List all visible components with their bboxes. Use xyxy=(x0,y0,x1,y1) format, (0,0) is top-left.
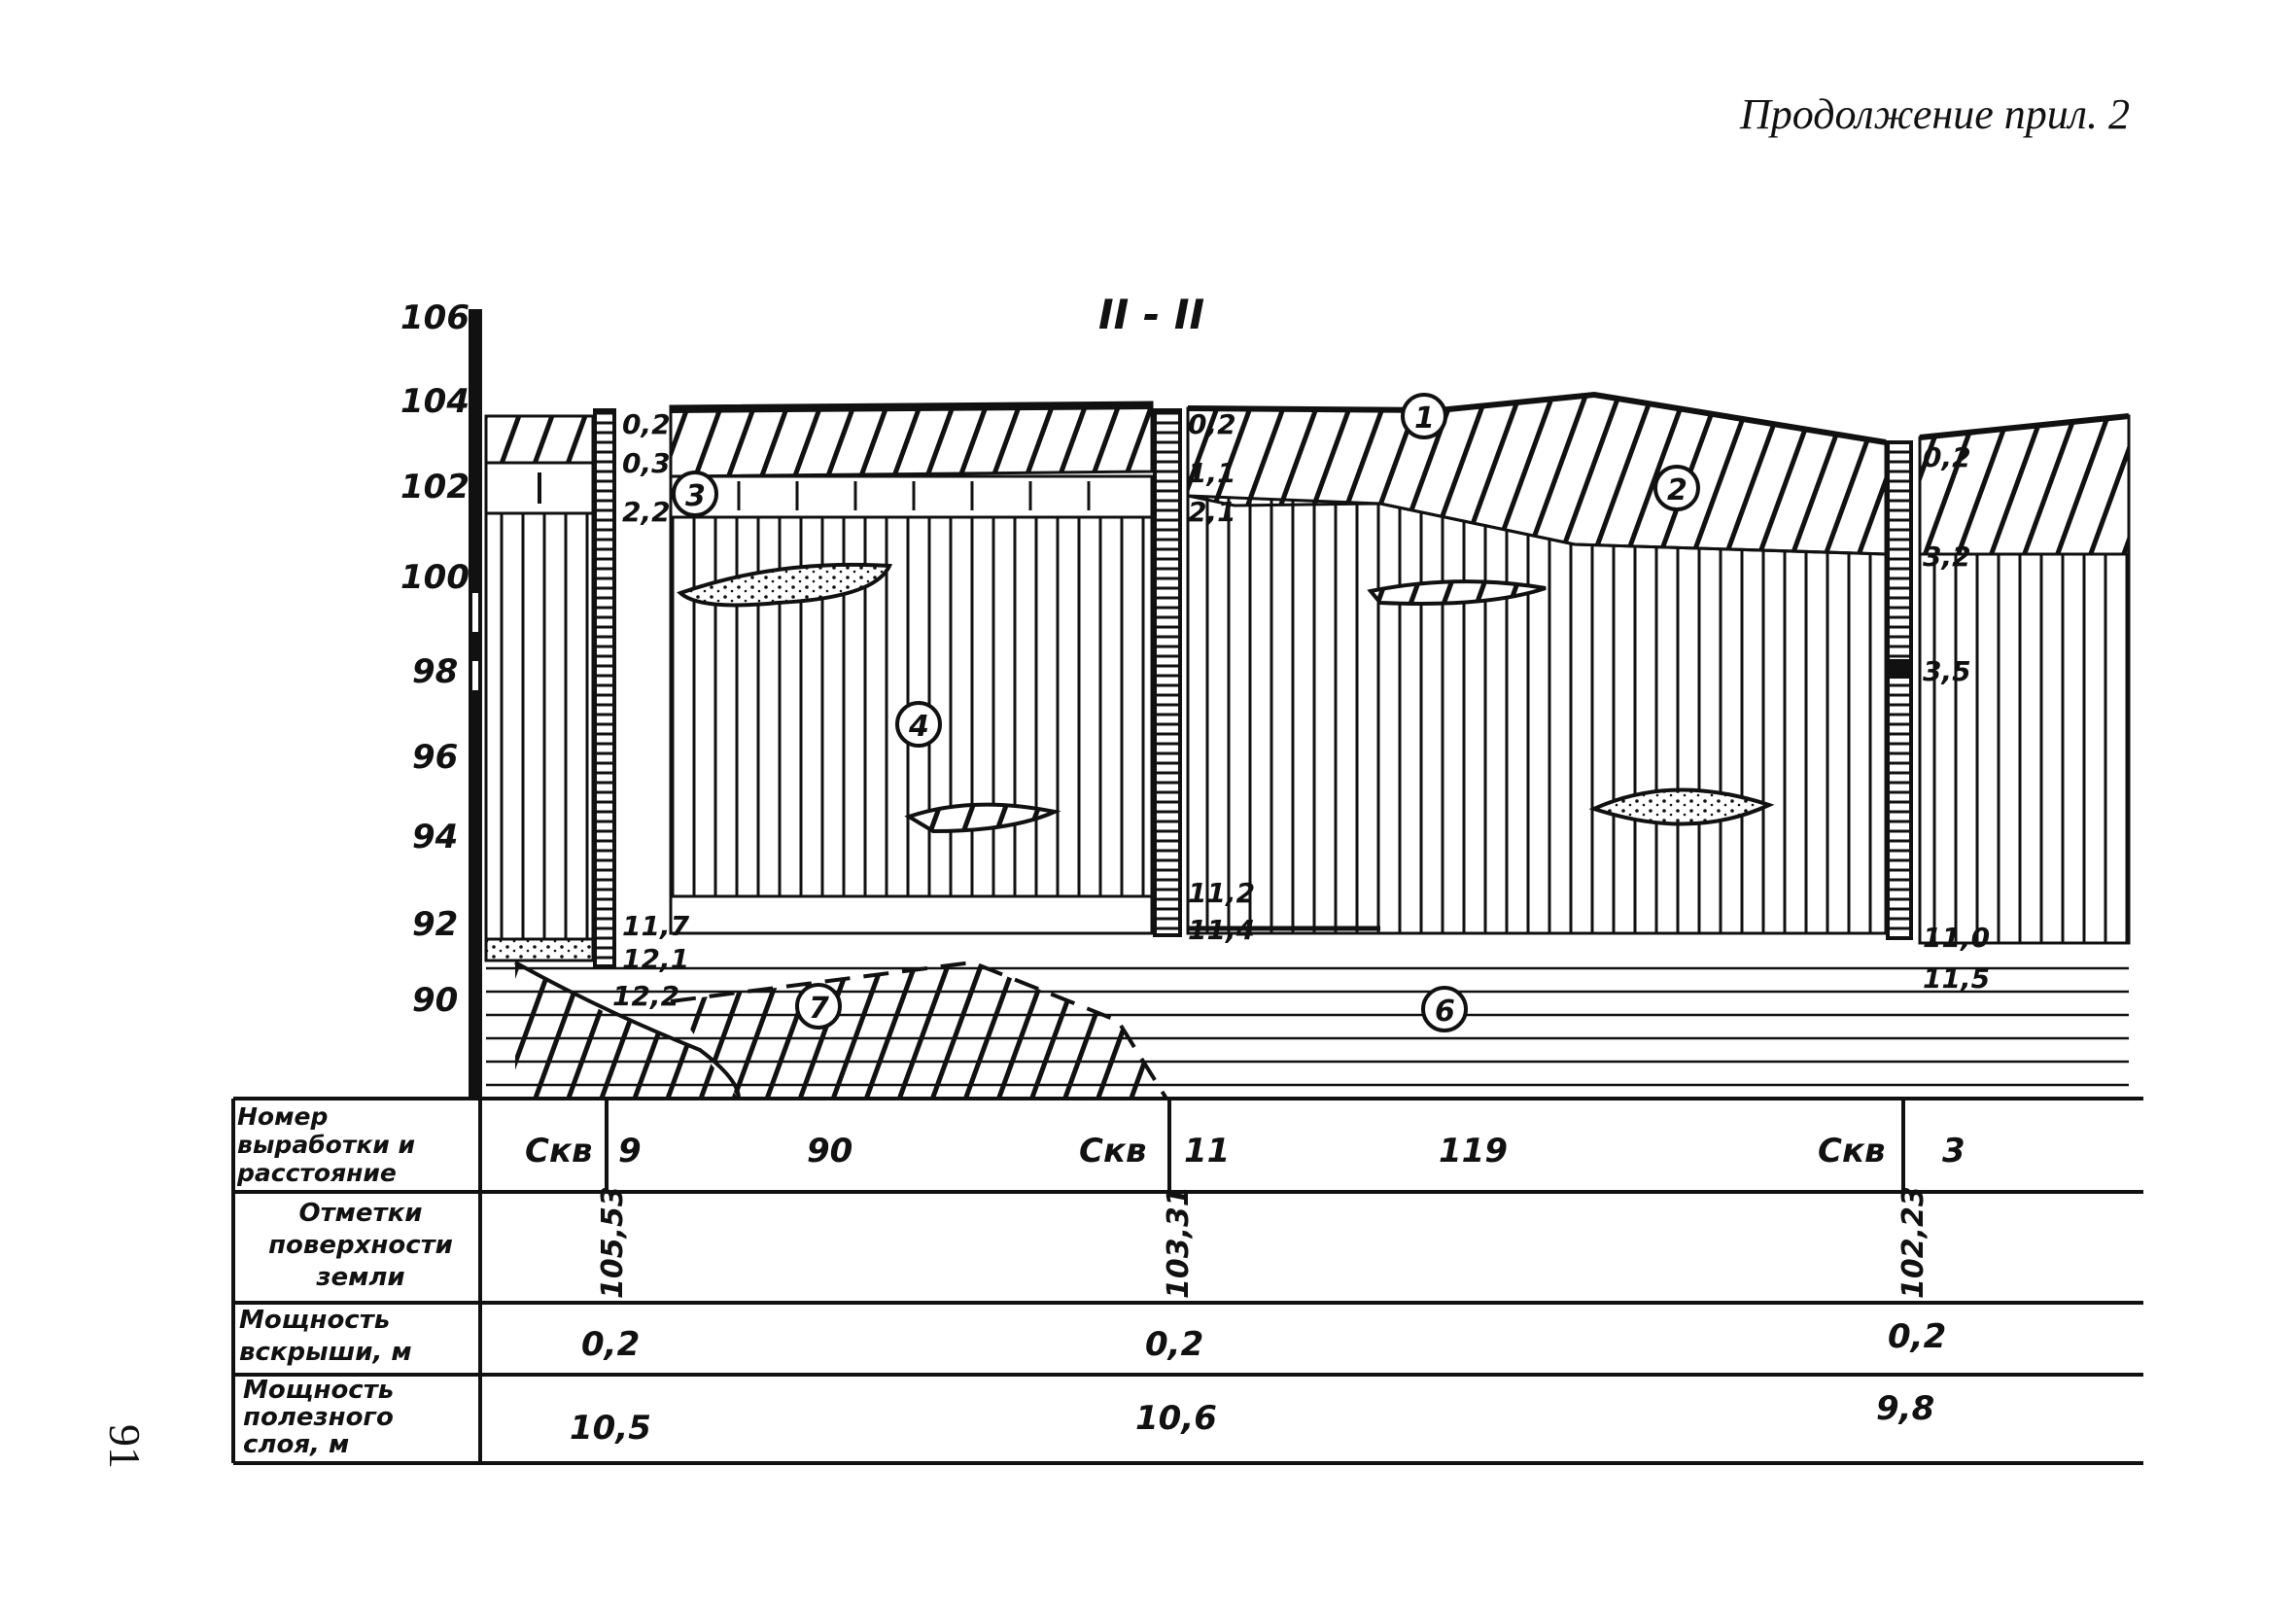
tick-98: 98 xyxy=(412,652,458,691)
cell-well-9: 9 xyxy=(618,1132,642,1170)
cell-useful-1: 10,6 xyxy=(1135,1399,1217,1438)
depth-mid-0: 0,2 xyxy=(1188,408,1236,440)
profile-panel-1 xyxy=(669,401,1182,937)
depth-left-0: 0,2 xyxy=(622,408,671,440)
row-header-elevations: Отметки поверхности земли xyxy=(268,1199,453,1292)
layer-marker-2-label: 2 xyxy=(1667,473,1687,507)
depth-right-4: 11,5 xyxy=(1923,962,1990,995)
depth-mid-4: 11,4 xyxy=(1188,914,1255,946)
cell-useful-2: 9,8 xyxy=(1876,1389,1934,1428)
tick-106: 106 xyxy=(400,298,470,337)
cell-elev-0: 105,53 xyxy=(596,1186,630,1299)
data-table xyxy=(231,1097,2143,1465)
layer-marker-7 xyxy=(795,983,842,1030)
page-header: Продолжение прил. 2 xyxy=(1740,90,2130,138)
depth-right-1: 3,2 xyxy=(1923,541,1971,573)
layer-marker-6-label: 6 xyxy=(1435,995,1455,1029)
row-header-overburden: Мощность вскрыши, м xyxy=(239,1306,412,1367)
profile-panel-2 xyxy=(1186,391,1913,940)
lower-strata xyxy=(486,960,2129,1100)
depth-labels-right: 0,2 3,2 3,5 11,0 11,5 xyxy=(1923,441,1990,995)
depth-right-3: 11,0 xyxy=(1923,922,1990,954)
table-row-headers: Номер выработки и расстояние между ними,… xyxy=(237,1102,453,1458)
depth-labels-left: 0,2 0,3 2,2 11,7 12,1 12,2 xyxy=(612,408,690,1012)
tick-92: 92 xyxy=(412,905,458,944)
tick-94: 94 xyxy=(412,818,458,856)
cell-elev-2: 102,23 xyxy=(1896,1186,1931,1299)
depth-left-1: 0,3 xyxy=(622,447,671,479)
cell-skv-3: Скв xyxy=(1818,1132,1886,1170)
depth-left-2: 2,2 xyxy=(622,496,671,528)
cell-elev-1: 103,31 xyxy=(1162,1186,1196,1299)
depth-mid-2: 2,1 xyxy=(1188,496,1236,528)
layer-marker-7-label: 7 xyxy=(809,992,829,1026)
depth-mid-3: 11,2 xyxy=(1188,877,1255,909)
cell-overburden-1: 0,2 xyxy=(1145,1325,1203,1364)
layer-marker-3 xyxy=(672,471,718,517)
row-header-useful: Мощность полезного слоя, м xyxy=(243,1377,394,1458)
depth-left-5: 12,2 xyxy=(612,980,679,1012)
depth-left-3: 11,7 xyxy=(622,910,690,942)
layer-markers: 1 2 3 4 6 7 xyxy=(672,393,1700,1032)
cell-overburden-2: 0,2 xyxy=(1888,1317,1946,1356)
row-header-wells: Номер выработки и расстояние между ними,… xyxy=(237,1102,450,1192)
depth-mid-1: 1,1 xyxy=(1188,457,1236,489)
cell-skv-2: Скв xyxy=(1079,1132,1147,1170)
cell-overburden-0: 0,2 xyxy=(581,1325,640,1364)
layer-marker-4 xyxy=(895,701,942,748)
cell-well-3: 3 xyxy=(1942,1132,1966,1170)
cell-well-11: 11 xyxy=(1184,1132,1230,1170)
profile-panel-3 xyxy=(1918,413,2131,945)
cell-useful-0: 10,5 xyxy=(570,1409,651,1448)
left-profile xyxy=(484,408,616,968)
layer-marker-2 xyxy=(1653,465,1700,511)
tick-104: 104 xyxy=(400,382,470,421)
section-title: II - II xyxy=(1098,291,1204,338)
tick-100: 100 xyxy=(400,558,470,597)
table-cells: Скв 9 90 Скв 11 119 Скв 3 105,53 103,31 … xyxy=(525,1132,1966,1448)
tick-96: 96 xyxy=(412,738,458,777)
tick-102: 102 xyxy=(400,468,470,507)
depth-labels-mid: 0,2 1,1 2,1 11,2 11,4 xyxy=(1188,408,1255,946)
cell-distance-119: 119 xyxy=(1439,1132,1508,1170)
elevation-scale: 106 104 102 100 98 96 94 92 90 xyxy=(400,298,482,1099)
layer-marker-3-label: 3 xyxy=(685,479,706,513)
layer-marker-4-label: 4 xyxy=(908,710,929,744)
tick-90: 90 xyxy=(412,981,458,1020)
depth-right-0: 0,2 xyxy=(1923,441,1971,473)
cell-skv-1: Скв xyxy=(525,1132,593,1170)
layer-marker-6 xyxy=(1421,986,1468,1032)
cell-distance-90: 90 xyxy=(807,1132,852,1170)
layer-marker-1-label: 1 xyxy=(1414,402,1435,436)
depth-right-2: 3,5 xyxy=(1923,655,1971,687)
layer-marker-1 xyxy=(1401,393,1447,439)
depth-left-4: 12,1 xyxy=(622,943,689,975)
